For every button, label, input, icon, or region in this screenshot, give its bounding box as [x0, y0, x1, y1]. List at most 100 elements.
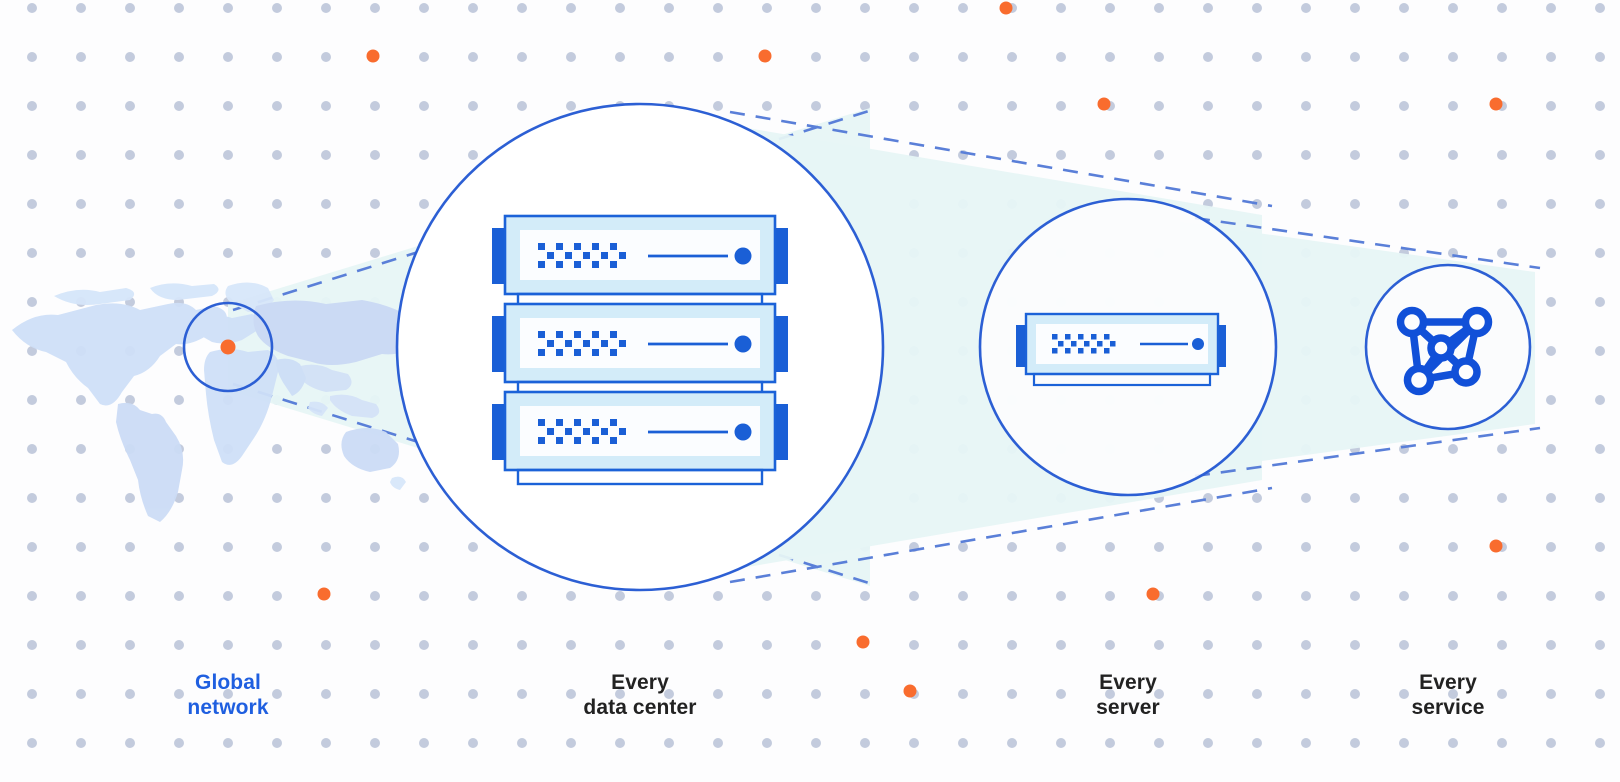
grid-dot	[860, 738, 870, 748]
grid-dot	[27, 150, 37, 160]
grid-dot	[76, 52, 86, 62]
grid-dot	[1546, 591, 1556, 601]
mesh-network-nodes	[1396, 306, 1493, 396]
every-server-node[interactable]	[978, 197, 1278, 497]
grid-dot	[1595, 640, 1605, 650]
every-service-node[interactable]	[1364, 263, 1532, 431]
grid-dot	[1056, 591, 1066, 601]
grid-dot	[1497, 738, 1507, 748]
grid-dot	[615, 3, 625, 13]
grid-dot	[1154, 150, 1164, 160]
grid-dot	[27, 101, 37, 111]
grid-dot	[1546, 101, 1556, 111]
grid-dot	[958, 689, 968, 699]
grid-dot	[1546, 542, 1556, 552]
grid-dot	[321, 248, 331, 258]
grid-dot	[174, 689, 184, 699]
grid-dot	[1203, 493, 1213, 503]
grid-dot	[566, 738, 576, 748]
grid-dot	[76, 199, 86, 209]
grid-dot	[1301, 101, 1311, 111]
grid-dot	[272, 640, 282, 650]
accent-dot	[1489, 539, 1503, 553]
grid-dot	[1350, 640, 1360, 650]
grid-dot	[272, 101, 282, 111]
grid-dot	[762, 689, 772, 699]
grid-dot	[1448, 444, 1458, 454]
grid-dot	[517, 101, 527, 111]
global-network-focus[interactable]	[182, 301, 274, 393]
grid-dot	[1595, 101, 1605, 111]
grid-dot	[27, 640, 37, 650]
accent-dot	[1489, 97, 1503, 111]
grid-dot	[223, 738, 233, 748]
grid-dot	[811, 689, 821, 699]
grid-dot	[27, 346, 37, 356]
every-data-center-node[interactable]	[395, 102, 885, 592]
grid-dot	[713, 689, 723, 699]
grid-dot	[517, 689, 527, 699]
grid-dot	[664, 52, 674, 62]
grid-dot	[762, 640, 772, 650]
grid-dot	[909, 738, 919, 748]
grid-dot	[1007, 689, 1017, 699]
grid-dot	[125, 738, 135, 748]
grid-dot	[419, 101, 429, 111]
grid-dot	[1497, 640, 1507, 650]
grid-dot	[1105, 3, 1115, 13]
grid-dot	[370, 591, 380, 601]
grid-dot	[1595, 199, 1605, 209]
led-grid-2	[538, 331, 626, 356]
grid-dot	[1056, 52, 1066, 62]
grid-dot	[174, 150, 184, 160]
grid-dot	[76, 395, 86, 405]
grid-dot	[1252, 591, 1262, 601]
accent-dot	[856, 635, 870, 649]
grid-dot	[1399, 150, 1409, 160]
led-grid-3	[538, 419, 626, 444]
grid-dot	[370, 101, 380, 111]
grid-dot	[321, 493, 331, 503]
grid-dot	[1252, 52, 1262, 62]
grid-dot	[223, 689, 233, 699]
led-grid-1	[538, 243, 626, 268]
grid-dot	[1105, 542, 1115, 552]
grid-dot	[958, 738, 968, 748]
grid-dot	[1056, 150, 1066, 160]
grid-dot	[1007, 738, 1017, 748]
accent-dot-group	[317, 1, 1503, 698]
grid-dot	[419, 640, 429, 650]
location-marker-dot	[220, 339, 236, 355]
accent-dot	[758, 49, 772, 63]
grid-dot	[958, 640, 968, 650]
grid-dot	[1497, 52, 1507, 62]
grid-dot	[811, 3, 821, 13]
grid-dot	[370, 150, 380, 160]
grid-dot	[419, 542, 429, 552]
grid-dot	[811, 591, 821, 601]
grid-dot	[468, 738, 478, 748]
grid-dot	[1399, 101, 1409, 111]
grid-dot	[1252, 689, 1262, 699]
grid-dot	[1203, 689, 1213, 699]
grid-dot	[1056, 738, 1066, 748]
grid-dot	[1301, 52, 1311, 62]
grid-dot	[1546, 444, 1556, 454]
grid-dot	[1595, 346, 1605, 356]
grid-dot	[27, 52, 37, 62]
grid-dot	[76, 542, 86, 552]
grid-dot	[27, 395, 37, 405]
grid-dot	[860, 101, 870, 111]
grid-dot	[860, 689, 870, 699]
grid-dot	[1203, 52, 1213, 62]
grid-dot	[321, 199, 331, 209]
grid-dot	[1350, 542, 1360, 552]
grid-dot	[370, 3, 380, 13]
grid-dot	[1301, 591, 1311, 601]
grid-dot	[1301, 150, 1311, 160]
grid-dot	[1448, 493, 1458, 503]
grid-dot	[321, 444, 331, 454]
grid-dot	[615, 640, 625, 650]
grid-dot	[1154, 101, 1164, 111]
grid-dot	[1301, 689, 1311, 699]
